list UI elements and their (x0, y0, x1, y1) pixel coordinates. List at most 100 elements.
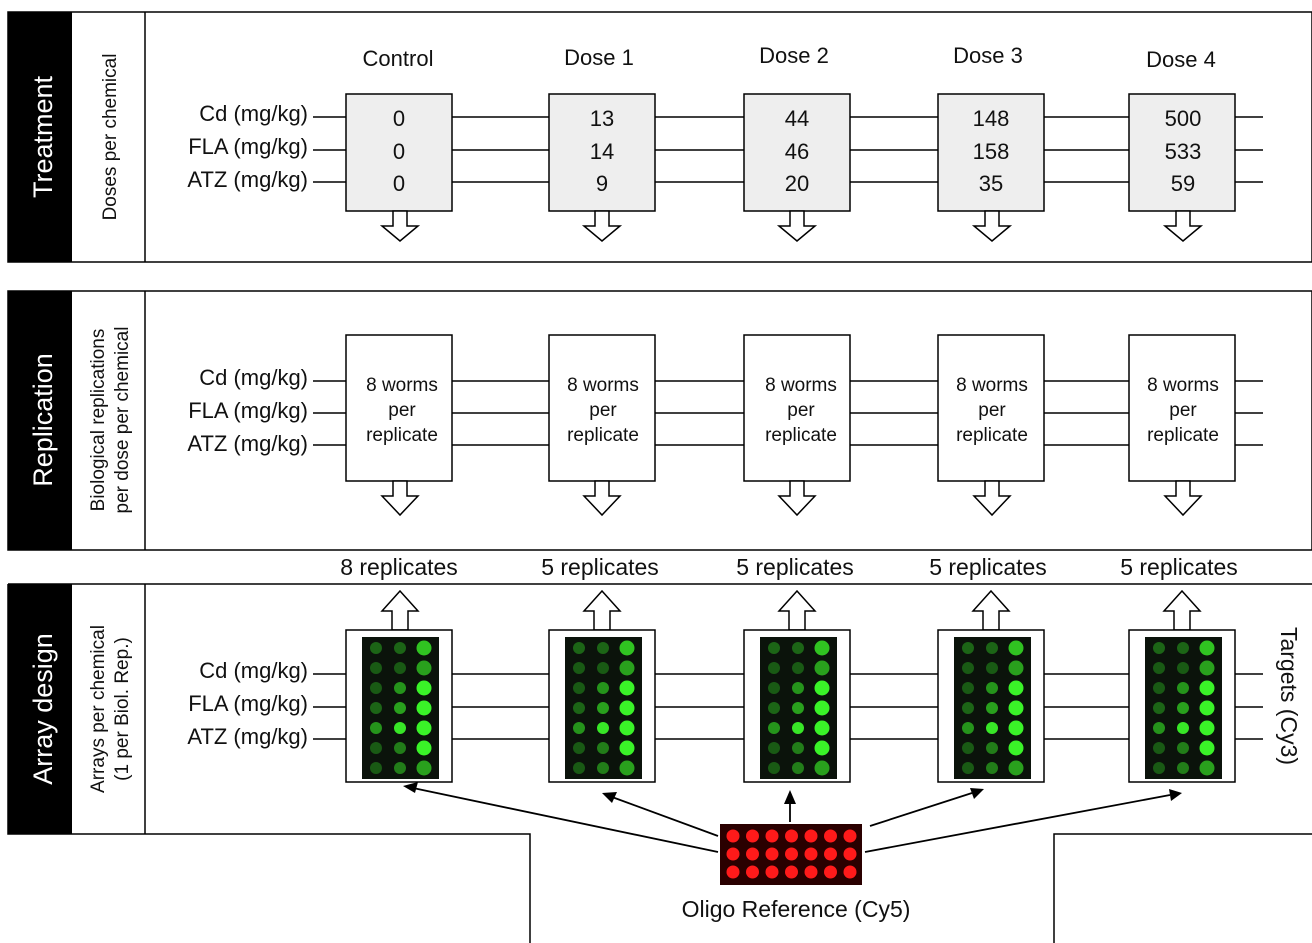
array-spot (394, 702, 406, 714)
array-spot (962, 722, 974, 734)
array-spot (573, 722, 585, 734)
array-spot (394, 762, 406, 774)
dose-box (937, 93, 1045, 212)
array-spot (986, 662, 998, 674)
array-spot (814, 720, 830, 736)
array-spot (597, 682, 609, 694)
array-spot (573, 742, 585, 754)
reference-spot (824, 847, 837, 861)
up-arrow-icon (1162, 589, 1202, 631)
array-design-subtitle-line2: (1 per Biol. Rep.) (112, 637, 133, 781)
array-spot (1008, 740, 1024, 756)
dose-value-fla: 14 (590, 139, 614, 164)
dose-value-cd: 13 (590, 106, 614, 131)
replicate-line-2: per (388, 400, 416, 421)
replicate-line-2: per (787, 400, 815, 421)
replicate-count: 8 replicates (340, 554, 458, 580)
array-spot (1177, 742, 1189, 754)
replicate-line-1: 8 worms (567, 375, 639, 396)
array-spot (792, 742, 804, 754)
replicate-line-2: per (978, 400, 1006, 421)
array-spot (768, 722, 780, 734)
chemical-label-atz: ATZ (mg/kg) (187, 431, 308, 456)
dose-value-fla: 46 (785, 139, 809, 164)
array-spot (416, 680, 432, 696)
reference-spot (726, 847, 740, 861)
array-spot (962, 662, 974, 674)
array-spot (986, 702, 998, 714)
array-spots (954, 637, 1031, 779)
replicate-line-1: 8 worms (956, 375, 1028, 396)
reference-spot (804, 829, 818, 843)
group-header: Dose 2 (759, 43, 829, 68)
dose-value-fla: 533 (1165, 139, 1202, 164)
array-spot (768, 682, 780, 694)
array-spot (416, 660, 432, 676)
array-spot (768, 642, 780, 654)
replicate-box (1128, 334, 1236, 482)
array-spot (814, 760, 830, 776)
reference-spot (765, 865, 779, 879)
array-spot (792, 722, 804, 734)
treatment-title: Treatment (28, 75, 58, 198)
array-spot (370, 702, 382, 714)
group-dose-1: Dose 1 13 14 9 8 worms per replicate 5 r… (541, 45, 659, 783)
array-spot (394, 682, 406, 694)
array-spot (416, 760, 432, 776)
array-spot (619, 760, 635, 776)
replicate-line-3: replicate (956, 425, 1028, 446)
replicate-line-3: replicate (765, 425, 837, 446)
down-arrow-icon (380, 480, 420, 517)
array-spot (768, 762, 780, 774)
replicate-line-1: 8 worms (366, 375, 438, 396)
reference-spot (843, 829, 857, 843)
group-dose-2: Dose 2 44 46 20 8 worms per replicate 5 … (736, 43, 854, 783)
array-spot (814, 640, 830, 656)
dose-value-atz: 20 (785, 171, 809, 196)
dose-value-fla: 0 (393, 139, 405, 164)
reference-spot (824, 829, 837, 843)
reference-spot (746, 865, 759, 879)
up-arrow-icon (777, 589, 817, 631)
group-dose-3: Dose 3 148 158 35 8 worms per replicate … (929, 43, 1047, 783)
array-spot (416, 740, 432, 756)
array-spot (768, 702, 780, 714)
array-spot (573, 662, 585, 674)
array-spot (597, 742, 609, 754)
array-spots (760, 637, 837, 779)
replication-subtitle-line2: per dose per chemical (112, 327, 133, 514)
array-spot (573, 682, 585, 694)
array-design-section: Array design Arrays per chemical (1 per … (7, 583, 1312, 943)
array-spot (597, 702, 609, 714)
array-spot (370, 682, 382, 694)
array-spot (814, 700, 830, 716)
array-spot (370, 742, 382, 754)
array-spot (394, 642, 406, 654)
replicate-count: 5 replicates (929, 554, 1047, 580)
dose-value-fla: 158 (973, 139, 1010, 164)
group-header: Dose 4 (1146, 47, 1216, 72)
array-spot (1153, 722, 1165, 734)
treatment-chemical-labels: Cd (mg/kg) FLA (mg/kg) ATZ (mg/kg) (187, 101, 308, 192)
array-spot (1008, 640, 1024, 656)
replication-subtitle-line1: Biological replications (88, 329, 109, 512)
reference-spot (824, 865, 837, 879)
treatment-section: Treatment Doses per chemical (7, 11, 1312, 263)
chemical-label-cd: Cd (mg/kg) (199, 101, 308, 126)
replicate-line-1: 8 worms (1147, 375, 1219, 396)
array-spot (370, 722, 382, 734)
replicate-box (743, 334, 851, 482)
array-spot (986, 742, 998, 754)
array-spot (1008, 680, 1024, 696)
reference-spot (785, 829, 798, 843)
array-design-title: Array design (28, 633, 58, 785)
array-chemical-labels: Cd (mg/kg) FLA (mg/kg) ATZ (mg/kg) (187, 658, 308, 749)
group-control: Control 0 0 0 8 worms per replicate 8 re… (340, 46, 458, 783)
array-spot (597, 762, 609, 774)
up-arrow-icon (380, 589, 420, 631)
replicate-line-2: per (589, 400, 617, 421)
reference-spot (785, 865, 798, 879)
reference-spot (746, 829, 759, 843)
array-spot (1153, 702, 1165, 714)
